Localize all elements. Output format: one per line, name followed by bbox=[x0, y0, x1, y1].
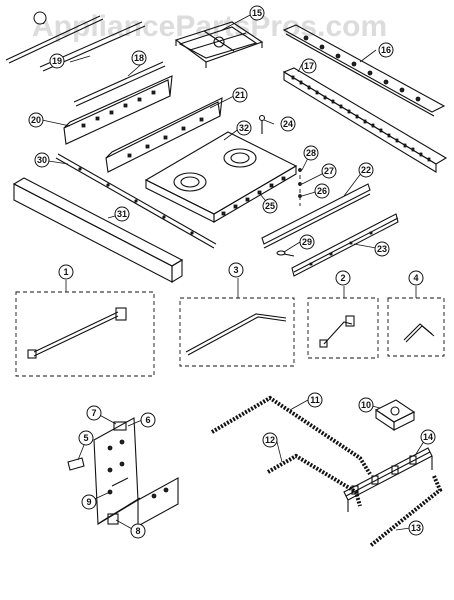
part-18-strip bbox=[73, 61, 166, 107]
svg-text:17: 17 bbox=[304, 61, 314, 71]
leader-lines bbox=[39, 13, 427, 531]
callout-20: 20 bbox=[28, 112, 44, 128]
watermark-text: AppliancePartsPros.com bbox=[32, 10, 387, 43]
callout-29: 29 bbox=[299, 234, 315, 250]
part-1-box bbox=[15, 291, 155, 377]
callout-25: 25 bbox=[262, 198, 278, 214]
parts-5-9-bracket-assembly bbox=[67, 417, 179, 527]
callout-15: 15 bbox=[249, 5, 265, 21]
callout-4: 4 bbox=[408, 270, 424, 286]
part-22-rail bbox=[261, 183, 371, 249]
callout-1: 1 bbox=[58, 264, 74, 280]
svg-text:5: 5 bbox=[83, 433, 88, 443]
callout-28: 28 bbox=[303, 145, 319, 161]
callout-26: 26 bbox=[314, 183, 330, 199]
part-14-manifold bbox=[343, 447, 433, 512]
svg-text:20: 20 bbox=[31, 115, 41, 125]
svg-text:19: 19 bbox=[52, 56, 62, 66]
svg-text:15: 15 bbox=[252, 8, 262, 18]
svg-text:13: 13 bbox=[411, 523, 421, 533]
svg-text:25: 25 bbox=[265, 201, 275, 211]
part-21-bracket bbox=[105, 97, 223, 173]
callout-3: 3 bbox=[228, 262, 244, 278]
callout-22: 22 bbox=[358, 162, 374, 178]
callout-23: 23 bbox=[374, 241, 390, 257]
svg-text:32: 32 bbox=[239, 123, 249, 133]
callouts: 19 18 20 15 16 17 21 32 bbox=[28, 5, 436, 539]
callout-2: 2 bbox=[335, 270, 351, 286]
part-3-box bbox=[179, 297, 295, 367]
svg-text:10: 10 bbox=[361, 400, 371, 410]
part-26-28-hardware bbox=[298, 168, 302, 206]
svg-text:28: 28 bbox=[306, 148, 316, 158]
svg-text:16: 16 bbox=[381, 45, 391, 55]
svg-text:14: 14 bbox=[423, 432, 433, 442]
svg-text:29: 29 bbox=[302, 237, 312, 247]
part-2-box bbox=[307, 297, 379, 359]
svg-text:27: 27 bbox=[324, 166, 334, 176]
part-13-flex-line bbox=[368, 475, 443, 548]
svg-text:12: 12 bbox=[265, 435, 275, 445]
svg-text:11: 11 bbox=[310, 395, 320, 405]
part-32-burner-box bbox=[144, 131, 298, 223]
svg-text:8: 8 bbox=[135, 526, 140, 536]
part-29-screw bbox=[276, 250, 295, 257]
svg-text:26: 26 bbox=[317, 186, 327, 196]
callout-19: 19 bbox=[49, 53, 65, 69]
callout-30: 30 bbox=[34, 152, 50, 168]
callout-14: 14 bbox=[420, 429, 436, 445]
callout-10: 10 bbox=[358, 397, 374, 413]
svg-text:3: 3 bbox=[233, 265, 238, 275]
part-17-rail bbox=[282, 67, 448, 173]
callout-24: 24 bbox=[280, 116, 296, 132]
svg-text:2: 2 bbox=[340, 273, 345, 283]
svg-text:18: 18 bbox=[134, 53, 144, 63]
callout-5: 5 bbox=[78, 430, 94, 446]
callout-12: 12 bbox=[262, 432, 278, 448]
part-4-box bbox=[387, 297, 445, 357]
svg-text:31: 31 bbox=[117, 209, 127, 219]
callout-16: 16 bbox=[378, 42, 394, 58]
part-10-regulator bbox=[374, 399, 416, 432]
callout-27: 27 bbox=[321, 163, 337, 179]
callout-18: 18 bbox=[131, 50, 147, 66]
svg-text:21: 21 bbox=[235, 90, 245, 100]
svg-text:6: 6 bbox=[145, 415, 150, 425]
callout-9: 9 bbox=[81, 494, 97, 510]
svg-text:22: 22 bbox=[361, 165, 371, 175]
callout-unlabeled bbox=[33, 11, 47, 25]
svg-text:1: 1 bbox=[63, 267, 68, 277]
svg-text:7: 7 bbox=[91, 408, 96, 418]
svg-text:23: 23 bbox=[377, 244, 387, 254]
callout-6: 6 bbox=[140, 412, 156, 428]
svg-text:4: 4 bbox=[413, 273, 418, 283]
callout-7: 7 bbox=[86, 405, 102, 421]
part-23-rail bbox=[291, 213, 399, 277]
part-24-screw bbox=[258, 114, 266, 134]
callout-17: 17 bbox=[301, 58, 317, 74]
callout-11: 11 bbox=[307, 392, 323, 408]
callout-21: 21 bbox=[232, 87, 248, 103]
callout-31: 31 bbox=[114, 206, 130, 222]
part-12-flex-line bbox=[267, 453, 362, 507]
part-16-bracket bbox=[282, 24, 446, 117]
part-30-bar bbox=[55, 153, 217, 249]
top-left-rod bbox=[5, 15, 104, 64]
svg-text:30: 30 bbox=[37, 155, 47, 165]
part-20-bracket bbox=[63, 75, 173, 145]
part-15-grate bbox=[174, 21, 264, 68]
svg-text:24: 24 bbox=[283, 119, 293, 129]
callout-32: 32 bbox=[236, 120, 252, 136]
svg-text:9: 9 bbox=[86, 497, 91, 507]
part-31-bar bbox=[12, 177, 184, 283]
callout-8: 8 bbox=[130, 523, 146, 539]
callout-13: 13 bbox=[408, 520, 424, 536]
